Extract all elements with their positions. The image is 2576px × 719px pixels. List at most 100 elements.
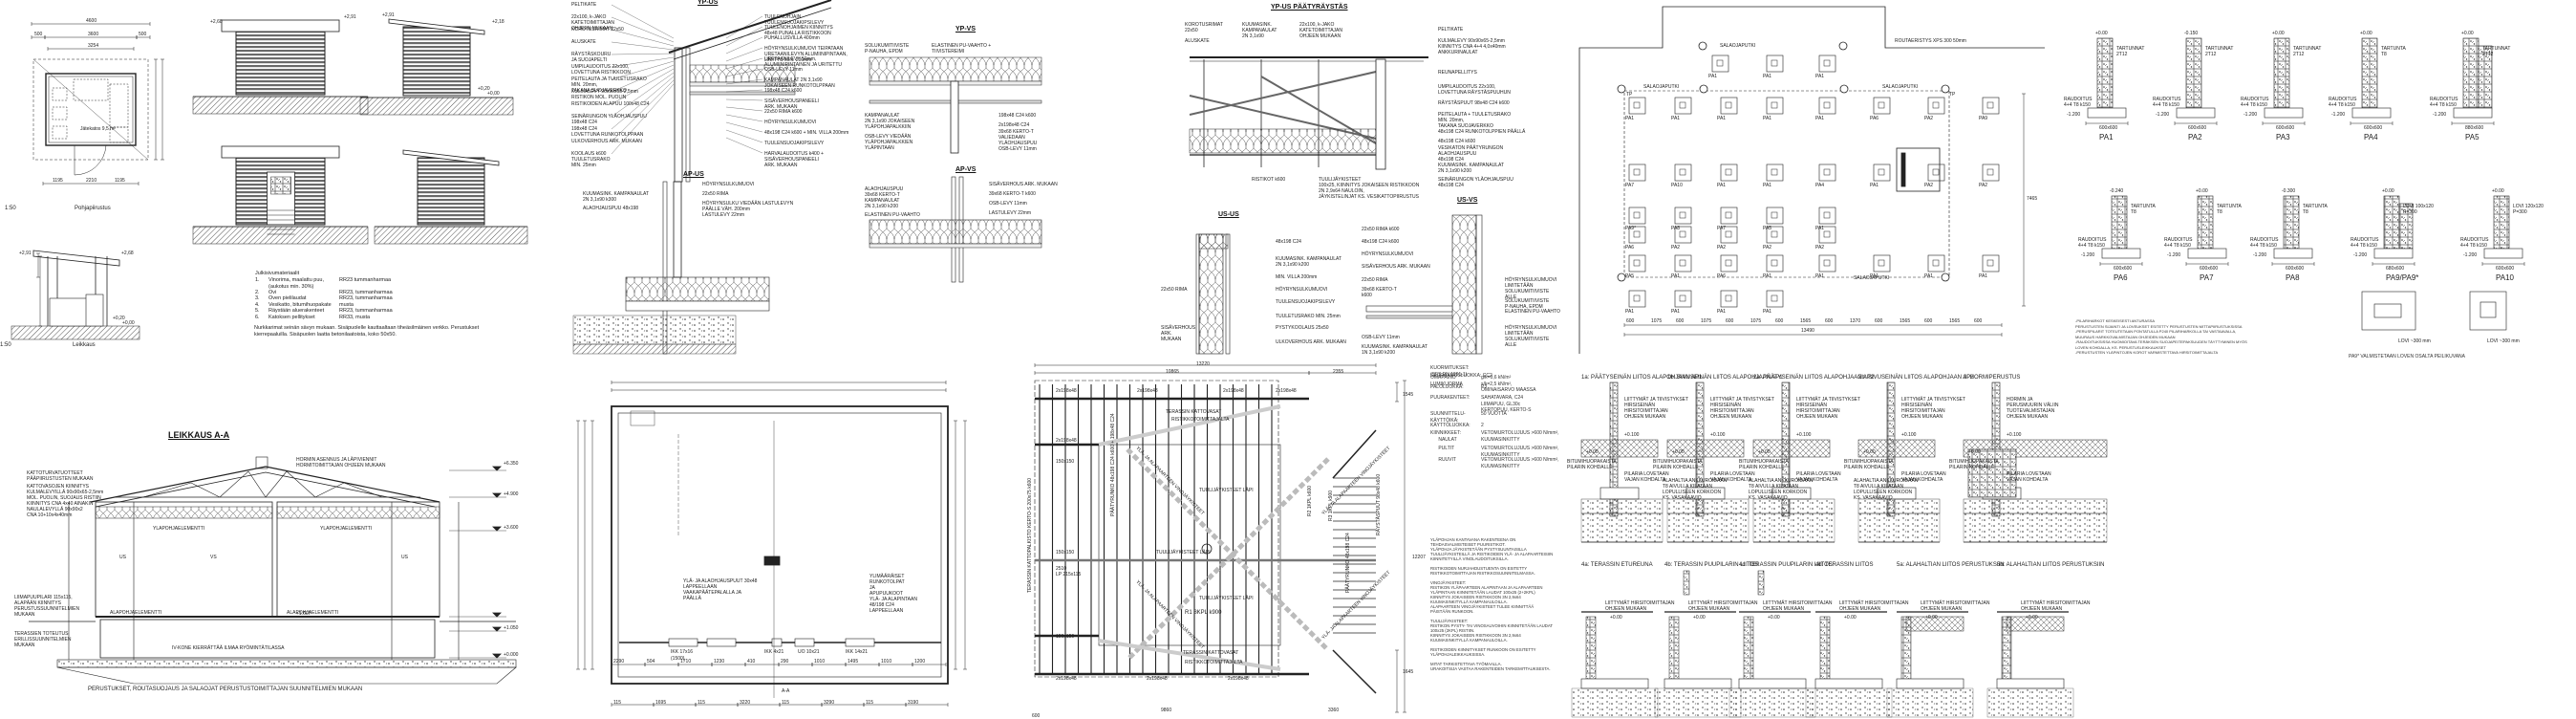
foundation-pad [1766,54,1784,73]
label-vs: VS [210,555,217,560]
foundation-pad [1766,163,1784,182]
level-label: +0.000 [504,652,519,658]
pad-top-level: -0.300 [2282,188,2296,194]
pad-label: PA1 [1671,309,1681,315]
floor-insulation [1666,439,1745,458]
pad-label: PA1 [1815,226,1825,231]
hip-line [1332,429,1377,479]
pad-pier [1932,259,1940,267]
window-opening [845,638,875,647]
drain-label: SALAOJAPUTKI [1854,275,1890,281]
gable-stud [1375,58,1386,170]
truss-label: TUULIJÄYKISTEET LÄPI [1199,596,1254,601]
pad-name: PA7 [2200,273,2214,282]
truss-label: 2x198x48 [1056,388,1077,394]
pad-tie-label: TARTUNTA T8 [2131,204,2156,215]
joint-title: 1a: PÄÄTYSEINÄN LIITOS ALAPOHJAAN AP1 [1581,375,1703,381]
materials-note: Nurkkarimat seinän sävyn mukaan. Sisäpuo… [254,325,480,338]
paaty-label: PELTIKATE [1438,27,1464,33]
joint-label: HORMIN JA PERUSMUURIN VÄLIIN TUOTEVALMIS… [2007,397,2059,420]
dimension-label: 12207 [1412,555,1426,560]
pad-label: PA1 [1979,273,1988,279]
pad-top-level: +0.00 [2382,188,2394,194]
label-us: US [401,555,408,560]
ap-us-label: LASTULEVY 22mm [702,212,745,218]
us-vs-label: HÖYRYNSULKUMUOVI [1362,251,1414,257]
pad-pier [1771,230,1778,238]
pad-label: PA1 [1625,116,1635,121]
yp-us-label-left: ALUSKATE [571,39,596,45]
bin-dashed [109,83,129,128]
truss-label: R1 8KPL k900 [1185,610,1222,616]
truss-label: R2 1KPL k600 [1307,485,1313,516]
pad-pier [1716,59,1724,67]
truss-web [286,470,316,498]
ap-us-label: HÖYRYNSULKUMUOVI [702,182,755,187]
wall-insulation [1198,233,1224,355]
pad-label: PA2 [1671,245,1681,251]
chimney-note: HORMIN ASENNUS JA LÄPIVIENNIT HORMITOIMI… [296,457,386,468]
soil [1580,512,1664,543]
joint-label: LIITTYMÄT JA TIIVISTYKSET HIRSISEINÄN HI… [1624,397,1689,420]
leader [725,47,763,62]
inspection-well [1617,272,1626,282]
dimension-label: 1565 [1949,318,1961,324]
material-name: Räystään aluerakenteet [268,308,325,314]
level-label: +2,91 [19,251,32,256]
yp-us-label-right: 22x50 RIMA k600 [764,109,803,115]
wall-outer [611,405,949,685]
pad-label: PA1 [1870,183,1879,188]
joint-label: LIITTYMÄT JA TIIVISTYKSET HIRSISEINÄN HI… [1901,397,1966,420]
pad-pier-block [2096,37,2114,109]
dimension-label: 3254 [88,43,99,49]
drain-label: SALAOJAPUTKI [1643,84,1680,90]
leader [725,36,763,54]
soil [1986,687,2074,718]
yp-us-label-right: HÖYRYNSULKUMUOVI [764,120,817,125]
truss-notes: YLÄPOHJAN KANTAVANA RAKENTEENA ON TEHDAS… [1430,537,1554,671]
pad-pier [1633,211,1641,219]
note-post: LIIMAPUUPILARI 115x115, ALAPÄÄN KIINNITY… [14,595,80,618]
pad-label: PA2 [1763,245,1772,251]
pad-pier-block [2361,37,2378,109]
yp-vs-label: 2x198x48 C24 [998,122,1030,128]
materials-title: Julkisivumateriaalit [255,271,300,276]
material-name: Ovi [268,289,277,295]
leader [611,72,675,118]
pad-size: 600x600 [2276,125,2295,131]
pad-label: PA1 [1870,273,1879,279]
pad-label: PA7 [1717,226,1727,231]
level-label: +0.00 [1925,615,1938,621]
pad-rebar-label: RAUDOITUS 4+4 T8 k150 [2078,237,2107,249]
gravel-bed [1857,498,1941,514]
roof-sheet [668,0,832,54]
dimension-label: 13490 [1801,328,1814,334]
us-vs-label: ELASTINEN PU-VAAHTO [1505,309,1560,315]
truss-label: 150x150 [1056,634,1075,640]
spec-key: KIINNIKKEET: NAULAT [1430,430,1461,443]
pad-label: PA1 [1763,273,1772,279]
window-opening [794,638,815,647]
pad-rebar-label: RAUDOITUS 4+4 T8 k150 [2430,97,2458,108]
level-label: +2,68 [121,251,134,256]
inspection-well [1941,272,1950,282]
pad-rebar-label: RAUDOITUS 4+4 T8 k150 [2250,237,2279,249]
hip-line [1332,649,1377,694]
pad-label: PA1 [1815,74,1825,79]
truss-web [314,482,345,498]
pad-size: 600x600 [2114,266,2133,272]
ceiling-board [689,91,796,96]
yp-us-label-right: PUHALLUSVILLA 400mm [764,35,820,41]
truss-label: 150x150 [1056,459,1075,465]
pad-label: PA1 [1763,309,1772,315]
pad-footing [2273,248,2313,259]
level-label: +0,20 [113,316,125,321]
level-label: +3.600 [504,525,519,531]
dimension-label: 2355 [1333,369,1344,375]
pad-pier [1986,259,1994,267]
pad-tie-label: TARTUNNAT 2T12 [2116,46,2145,57]
yp-us-label-right: URETAANILEVY 50mm, ALUMIINIPINTAINEN JA … [764,56,843,68]
pad-pier [1986,168,1994,176]
pad-footing [2453,107,2493,119]
pad-pier [1771,259,1778,267]
